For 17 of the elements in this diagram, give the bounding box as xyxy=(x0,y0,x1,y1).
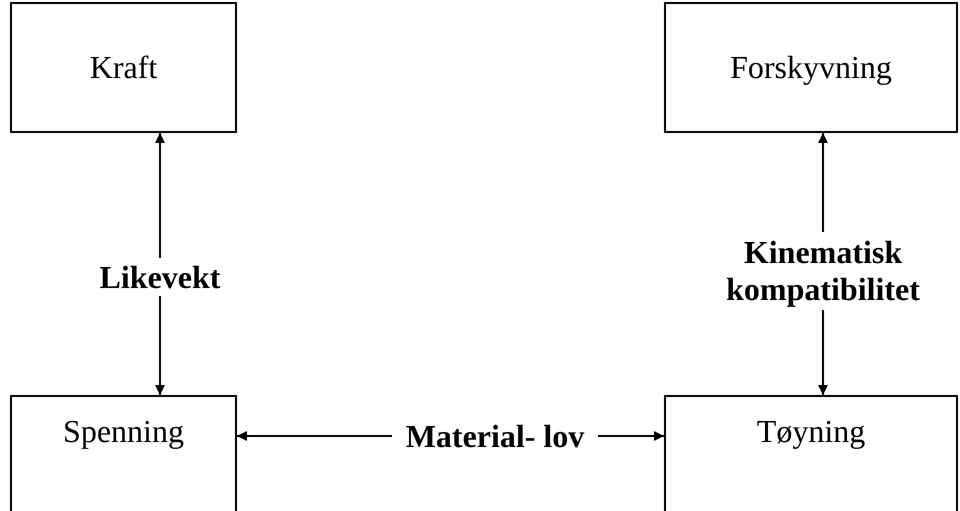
relation-label: Likevekt xyxy=(80,258,240,296)
concept-box xyxy=(664,2,958,133)
arrow xyxy=(155,296,165,395)
box-text: Spenning xyxy=(63,413,184,450)
arrow xyxy=(818,133,828,232)
relation-label: Material- lov xyxy=(392,398,598,474)
arrow xyxy=(818,310,828,395)
concept-box xyxy=(664,395,958,511)
box-text: Tøyning xyxy=(756,413,866,450)
arrow xyxy=(598,431,664,441)
box-text: Forskyvning xyxy=(730,49,892,86)
relation-label: Kinematisk kompatibilitet xyxy=(688,232,958,310)
concept-box xyxy=(10,2,237,133)
arrow xyxy=(237,431,392,441)
concept-box xyxy=(10,395,237,511)
box-text: Kraft xyxy=(90,49,158,86)
arrow xyxy=(155,133,165,258)
